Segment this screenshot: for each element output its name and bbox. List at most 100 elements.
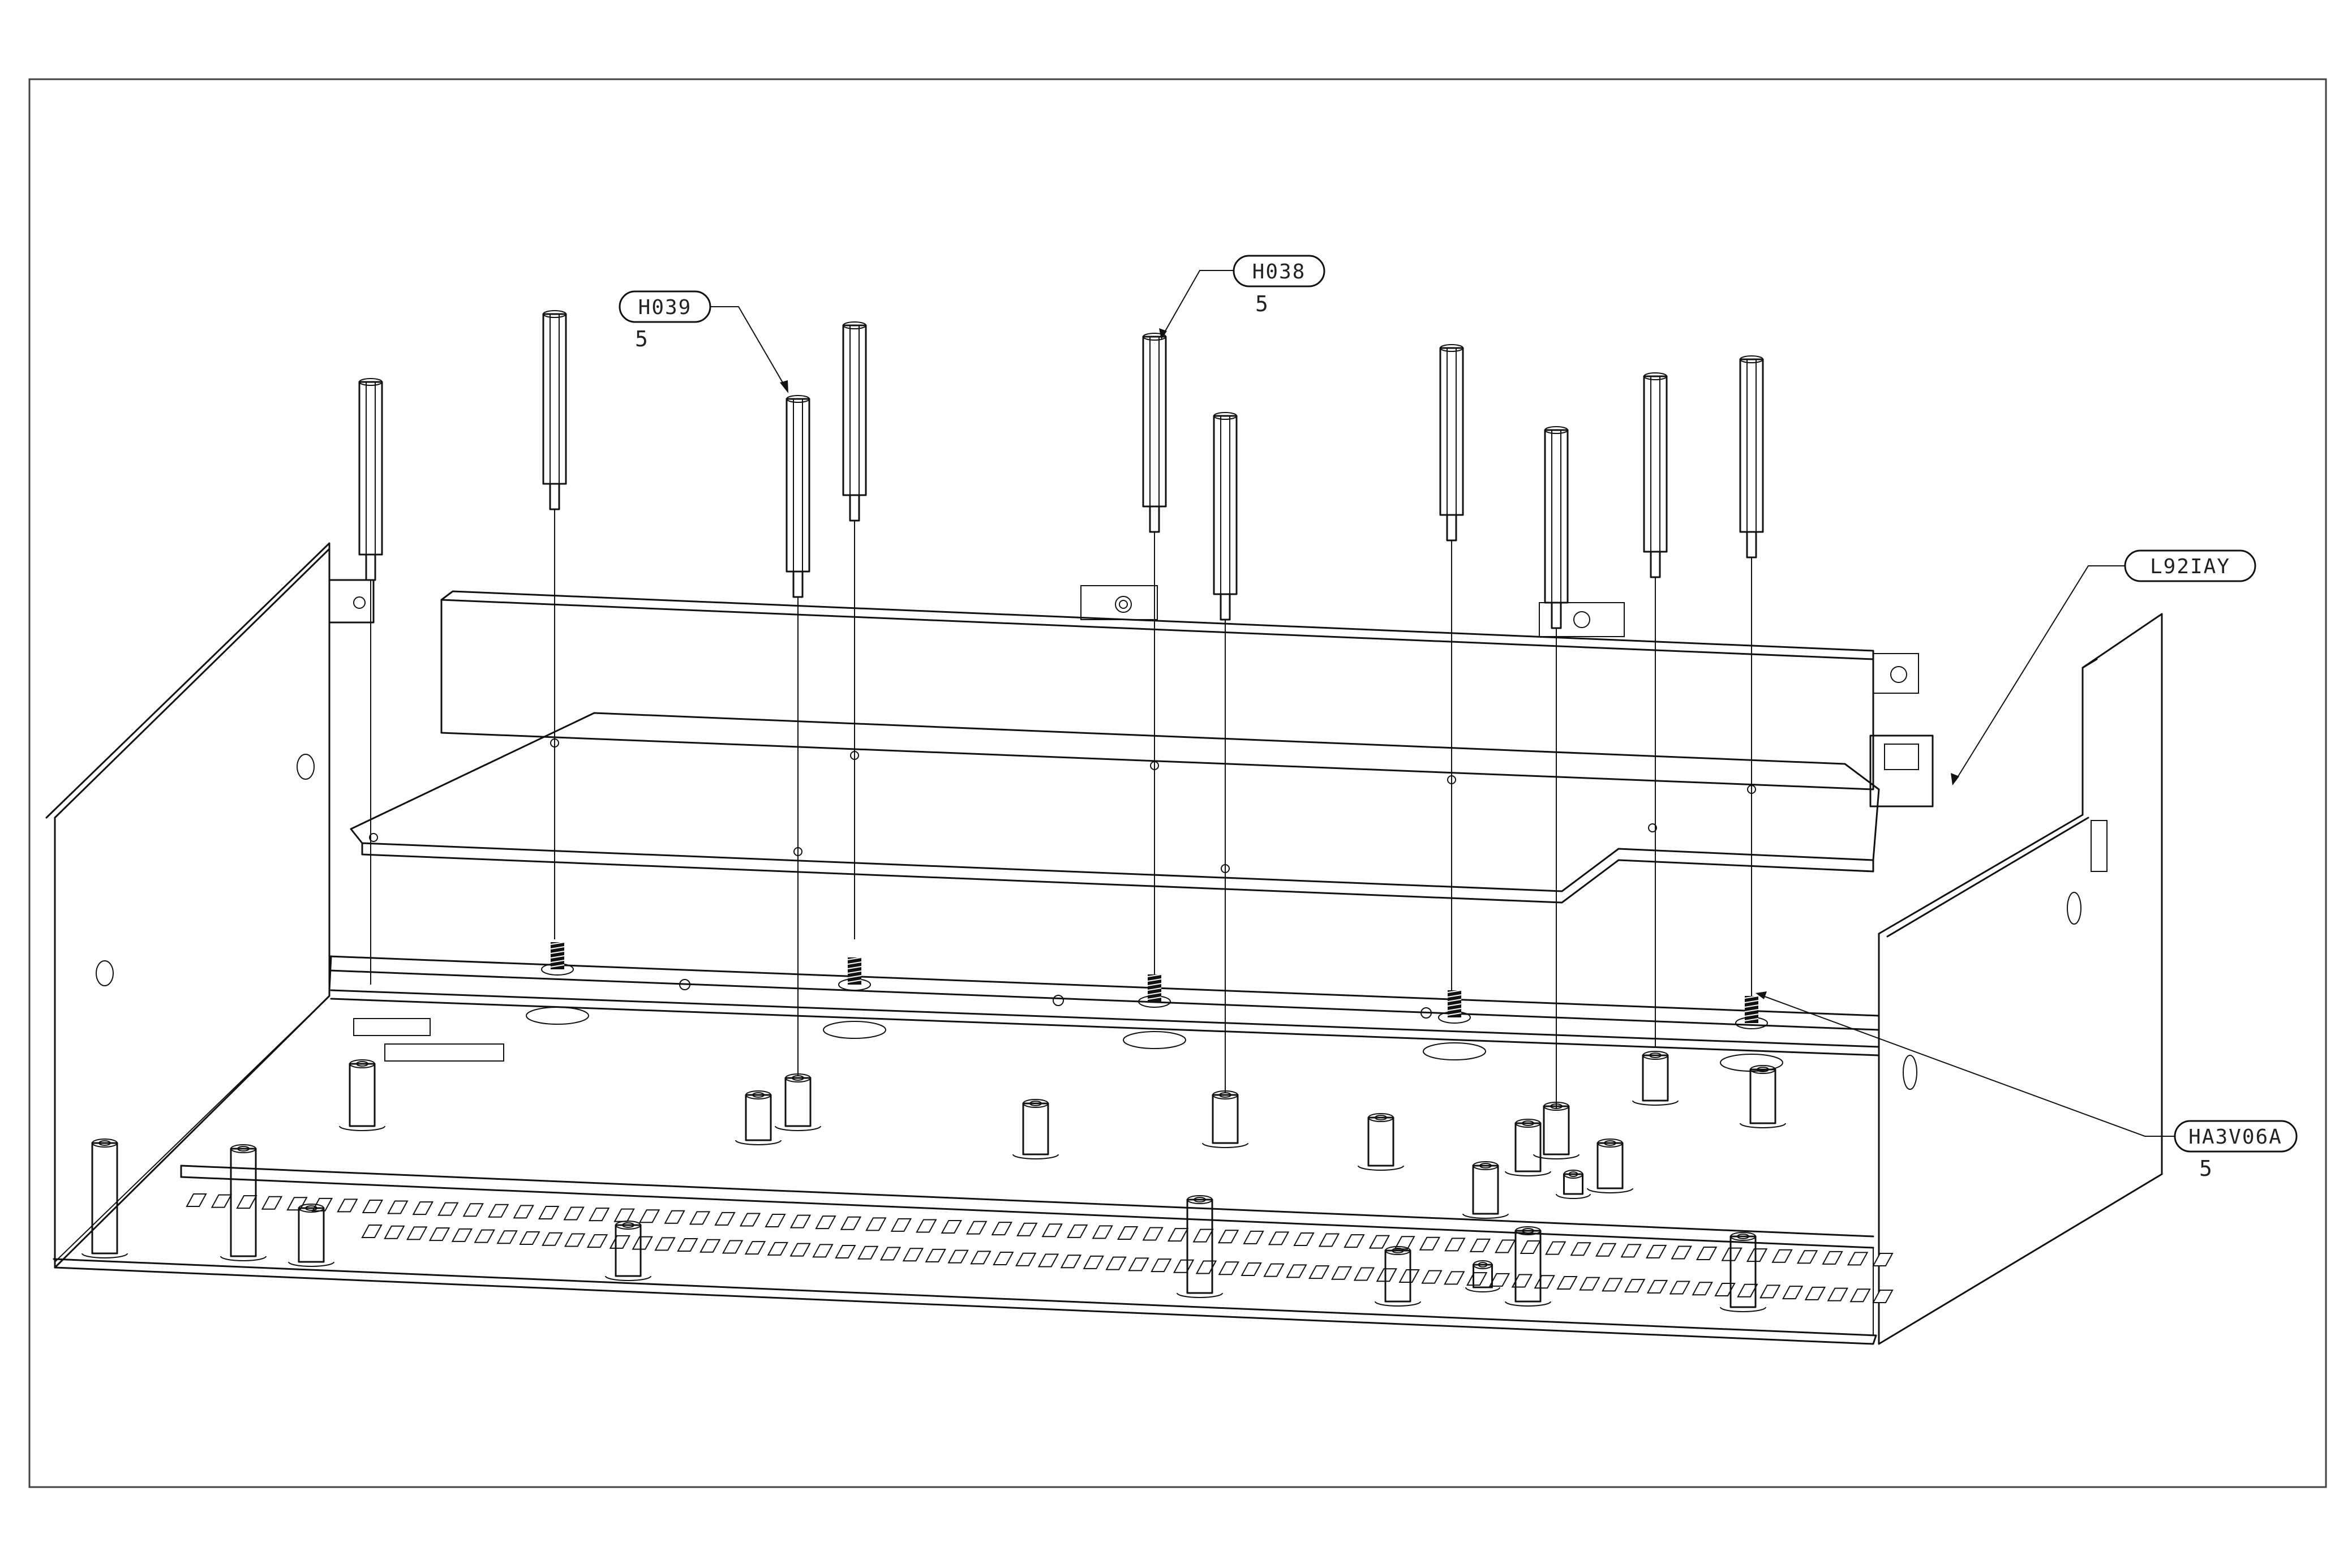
vent-slot: [439, 1203, 458, 1215]
vent-slot: [723, 1240, 742, 1253]
vent-slot: [1496, 1240, 1515, 1252]
vent-slot: [791, 1215, 810, 1228]
vent-slot: [1310, 1266, 1329, 1278]
vent-slot: [1370, 1236, 1389, 1248]
vent-slot: [859, 1247, 878, 1259]
floor-standoff: [1587, 1139, 1633, 1193]
vent-slot: [1093, 1226, 1112, 1238]
vent-slot: [565, 1234, 585, 1246]
floor-standoff: [775, 1074, 821, 1131]
vent-slot: [1118, 1227, 1138, 1239]
vent-slot: [745, 1241, 765, 1254]
vent-slot: [1748, 1249, 1767, 1261]
vent-slot: [1422, 1271, 1441, 1283]
vent-slot: [1084, 1256, 1103, 1269]
vent-slot: [1016, 1253, 1036, 1266]
floor-standoff: [340, 1060, 385, 1131]
vent-slot: [1169, 1228, 1188, 1241]
vent-slot: [881, 1247, 900, 1260]
vent-slot: [836, 1245, 855, 1258]
vent-slot: [1546, 1242, 1565, 1255]
vent-slot: [1377, 1269, 1396, 1281]
vent-slot: [1219, 1262, 1238, 1274]
vent-slot: [514, 1205, 533, 1218]
vent-slot: [655, 1238, 675, 1250]
vent-slot: [1042, 1224, 1062, 1236]
vent-slots: [187, 1194, 1892, 1303]
vent-slot: [891, 1219, 911, 1231]
vent-slot: [1772, 1250, 1792, 1262]
floor-standoff: [1358, 1114, 1404, 1170]
vent-slot: [1603, 1278, 1622, 1291]
vent-slot: [1287, 1265, 1306, 1277]
callout-part-number: H038: [1252, 260, 1306, 283]
vent-slot: [1319, 1234, 1338, 1247]
vent-slot: [1672, 1246, 1691, 1258]
vent-slot: [1873, 1290, 1892, 1303]
vent-slot: [1848, 1252, 1868, 1265]
vent-slot: [1693, 1282, 1712, 1295]
vent-slot: [1715, 1283, 1735, 1296]
vent-slot: [1445, 1271, 1464, 1284]
vent-slot: [1828, 1288, 1847, 1301]
floor-standoff: [1203, 1091, 1248, 1148]
vent-slot: [1219, 1230, 1238, 1243]
vent-slot: [1244, 1231, 1263, 1244]
pcb-board: [329, 580, 1933, 903]
vent-slot: [1571, 1243, 1590, 1255]
callout-quantity: 5: [2199, 1156, 2212, 1181]
vent-slot: [1621, 1244, 1641, 1257]
callout-part-number: H039: [638, 296, 692, 319]
standoffs: [359, 311, 1763, 1109]
vent-slot: [463, 1204, 483, 1216]
vent-slot: [1294, 1233, 1314, 1245]
standoff: [1545, 427, 1568, 1109]
vent-slot: [640, 1210, 659, 1222]
callout-leaders: [710, 270, 2175, 1136]
vent-slot: [237, 1196, 256, 1208]
vent-slot: [615, 1209, 634, 1222]
screw: [542, 942, 573, 975]
standoff: [543, 311, 566, 939]
vent-slot: [1738, 1285, 1757, 1297]
vent-slot: [1805, 1287, 1825, 1300]
vent-slot: [1129, 1258, 1148, 1270]
vent-slot: [590, 1208, 609, 1221]
vent-slot: [610, 1236, 629, 1248]
vent-slot: [841, 1217, 860, 1230]
vent-slot: [430, 1228, 449, 1240]
vent-slot: [678, 1239, 697, 1251]
callout-l92iay: L92IAY: [2125, 551, 2255, 581]
callout-h039: H039 5: [620, 291, 710, 351]
vent-slot: [1851, 1289, 1870, 1301]
vent-slot: [967, 1222, 986, 1234]
vent-slot: [741, 1213, 760, 1226]
vent-slot: [1467, 1273, 1487, 1285]
vent-slot: [690, 1212, 710, 1224]
vent-slot: [588, 1235, 607, 1247]
screw: [839, 957, 870, 990]
vent-slot: [452, 1229, 471, 1241]
vent-slot: [1798, 1251, 1817, 1263]
vent-slot: [1445, 1238, 1465, 1251]
floor-standoff: [1505, 1227, 1551, 1306]
vent-slot: [543, 1233, 562, 1245]
floor-standoff: [1556, 1170, 1590, 1198]
vent-slot: [1783, 1286, 1802, 1299]
vent-slot: [1647, 1245, 1666, 1258]
vent-slot: [1174, 1260, 1194, 1273]
standoff: [1740, 356, 1763, 1019]
vent-slot: [362, 1225, 381, 1238]
vent-slot: [363, 1200, 382, 1213]
vent-slot: [1106, 1257, 1126, 1270]
vent-slot: [1061, 1255, 1080, 1268]
floor-standoff: [1013, 1099, 1058, 1159]
vent-slot: [1420, 1238, 1439, 1250]
vent-slot: [1470, 1239, 1490, 1252]
vent-slot: [813, 1244, 832, 1257]
standoff: [359, 379, 382, 985]
vent-slot: [385, 1226, 404, 1239]
vent-slot: [903, 1248, 922, 1261]
vent-slot: [388, 1201, 407, 1214]
